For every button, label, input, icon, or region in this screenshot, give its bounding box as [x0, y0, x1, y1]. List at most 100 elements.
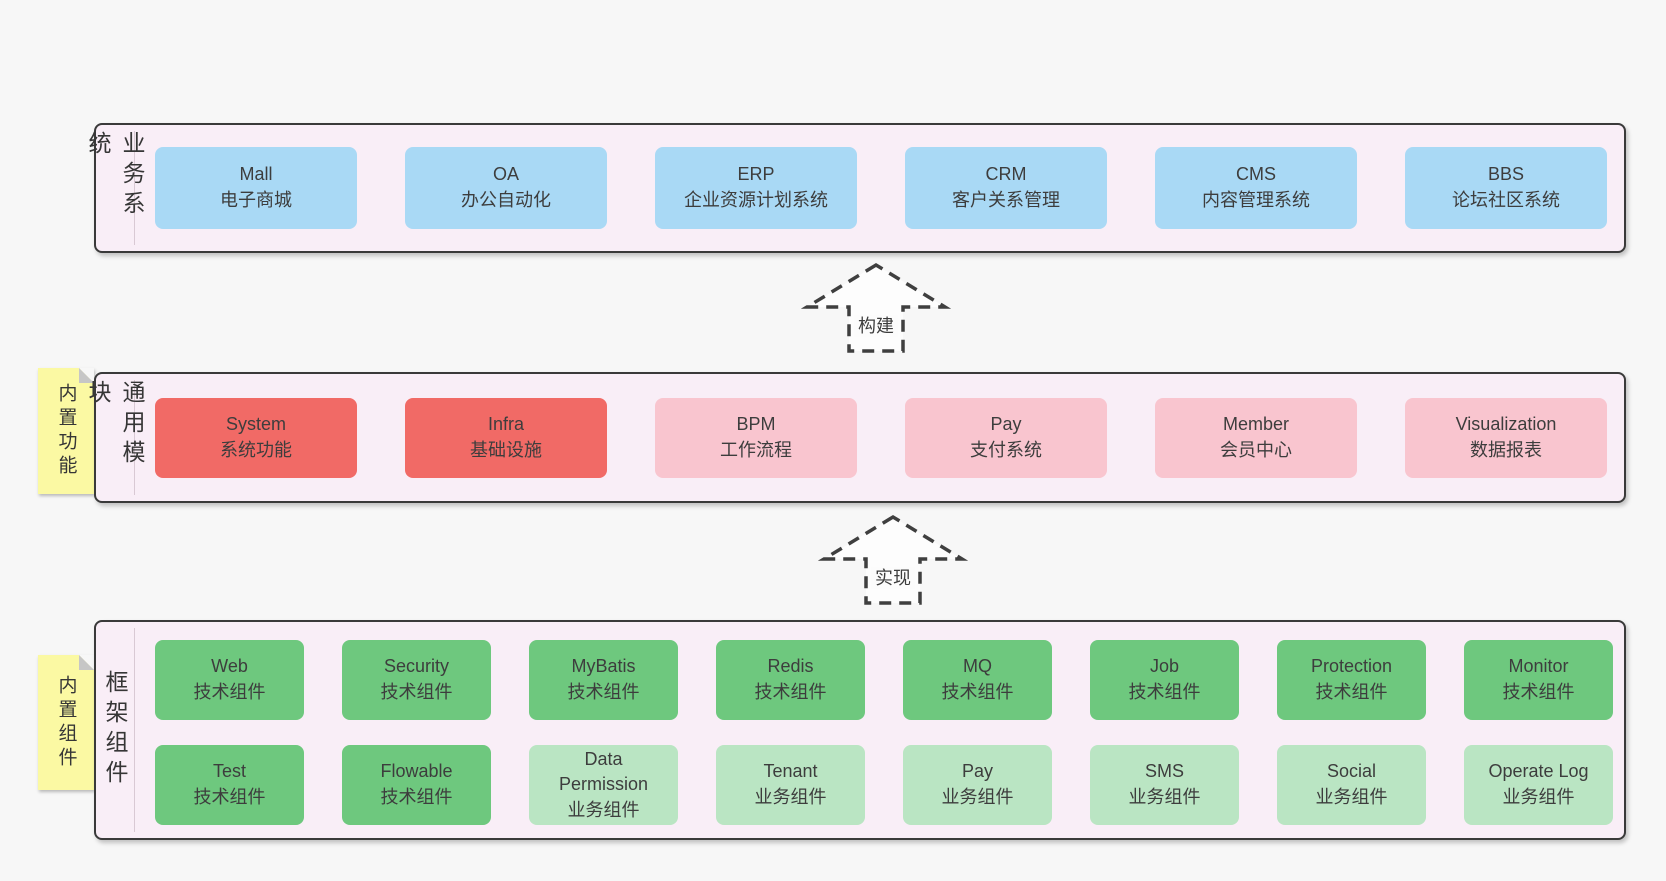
box-system: System 系统功能	[155, 397, 357, 478]
box-mybatis: MyBatis 技术组件	[529, 640, 678, 720]
box-title: ERP	[737, 164, 775, 185]
note-built-in-features: 内置功能	[38, 368, 94, 494]
box-title: Infra	[487, 413, 525, 434]
box-title: Test	[212, 761, 246, 782]
box-subtitle: 技术组件	[941, 682, 1014, 702]
box-web: Web 技术组件	[155, 640, 304, 720]
box-subtitle: 技术组件	[380, 787, 453, 807]
arrow-label-implement: 实现	[818, 564, 968, 590]
box-title: Mall	[239, 164, 273, 185]
band-label-text: 业务系统	[85, 131, 145, 221]
box-subtitle: 技术组件	[1128, 682, 1201, 702]
box-title: Pay	[961, 761, 994, 782]
band-label-text: 通用模块	[85, 380, 145, 470]
band-business-systems: 业务系统 Mall 电子商城 OA 办公自动化 ERP 企业资源计划系统 CRM…	[85, 123, 1626, 253]
arrow-label-build: 构建	[801, 312, 951, 338]
box-subtitle: 技术组件	[193, 787, 266, 807]
module-boxes-row: System 系统功能 Infra 基础设施 BPM 工作流程 Pay 支付系统…	[155, 374, 1607, 501]
band-label-common-modules: 通用模块	[85, 380, 145, 495]
box-data-permission: Data Permission 业务组件	[529, 745, 678, 825]
box-title: BBS	[1487, 164, 1525, 185]
box-title: Member	[1222, 413, 1289, 434]
box-title: Tenant	[763, 761, 818, 782]
box-sms: SMS 业务组件	[1090, 745, 1239, 825]
box-subtitle: 内容管理系统	[1202, 190, 1310, 210]
box-pay: Pay 支付系统	[905, 397, 1107, 478]
box-title: SMS	[1144, 761, 1184, 782]
box-subtitle: 技术组件	[380, 682, 453, 702]
box-crm: CRM 客户关系管理	[905, 147, 1107, 229]
box-flowable: Flowable 技术组件	[342, 745, 491, 825]
box-title: Visualization	[1455, 413, 1557, 434]
box-monitor: Monitor 技术组件	[1464, 640, 1613, 720]
arrow-label-text: 实现	[871, 567, 915, 589]
box-subtitle: 客户关系管理	[952, 190, 1060, 210]
box-operate-log: Operate Log 业务组件	[1464, 745, 1613, 825]
up-arrow-icon	[801, 262, 951, 353]
band-common-modules: 通用模块 System 系统功能 Infra 基础设施 BPM 工作流程 Pay…	[85, 372, 1626, 503]
box-title: System	[225, 413, 286, 434]
box-subtitle: 论坛社区系统	[1452, 190, 1560, 210]
box-pay-component: Pay 业务组件	[903, 745, 1052, 825]
up-arrow-icon	[818, 514, 968, 605]
box-cms: CMS 内容管理系统	[1155, 147, 1357, 229]
box-member: Member 会员中心	[1155, 397, 1357, 478]
box-title: Data Permission	[558, 748, 649, 795]
box-title: OA	[492, 164, 519, 185]
box-title: Web	[211, 656, 248, 677]
box-subtitle: 技术组件	[754, 682, 827, 702]
box-job: Job 技术组件	[1090, 640, 1239, 720]
box-tenant: Tenant 业务组件	[716, 745, 865, 825]
box-title: Protection	[1310, 656, 1393, 677]
box-redis: Redis 技术组件	[716, 640, 865, 720]
box-subtitle: 基础设施	[470, 439, 542, 460]
box-mall: Mall 电子商城	[155, 147, 357, 229]
box-title: Redis	[767, 656, 814, 677]
note-text: 内置功能	[55, 383, 77, 479]
box-visualization: Visualization 数据报表	[1405, 397, 1607, 478]
box-infra: Infra 基础设施	[405, 397, 607, 478]
note-built-in-components: 内置组件	[38, 655, 94, 790]
framework-boxes-grid: Web 技术组件 Security 技术组件 MyBatis 技术组件 Redi…	[155, 640, 1613, 825]
box-security: Security 技术组件	[342, 640, 491, 720]
box-subtitle: 技术组件	[193, 682, 266, 702]
box-title: Social	[1326, 761, 1377, 782]
note-text: 内置组件	[55, 674, 77, 771]
box-erp: ERP 企业资源计划系统	[655, 147, 857, 229]
box-title: Job	[1149, 656, 1180, 677]
box-subtitle: 电子商城	[220, 190, 292, 210]
box-subtitle: 办公自动化	[461, 190, 551, 210]
box-bpm: BPM 工作流程	[655, 397, 857, 478]
box-protection: Protection 技术组件	[1277, 640, 1426, 720]
business-boxes-row: Mall 电子商城 OA 办公自动化 ERP 企业资源计划系统 CRM 客户关系…	[155, 125, 1607, 251]
box-title: CRM	[985, 164, 1027, 185]
box-subtitle: 系统功能	[220, 439, 292, 460]
box-test: Test 技术组件	[155, 745, 304, 825]
band-label-framework-components: 框架组件	[96, 628, 135, 832]
box-subtitle: 工作流程	[720, 439, 792, 460]
folded-corner-icon	[79, 655, 94, 670]
box-title: CMS	[1236, 164, 1276, 185]
box-subtitle: 技术组件	[1502, 682, 1575, 702]
box-subtitle: 业务组件	[567, 799, 640, 820]
box-title: Security	[383, 656, 450, 677]
box-subtitle: 支付系统	[970, 439, 1042, 460]
box-subtitle: 业务组件	[1315, 787, 1388, 807]
box-subtitle: 数据报表	[1470, 439, 1542, 460]
box-subtitle: 技术组件	[1315, 682, 1388, 702]
box-title: Operate Log	[1488, 761, 1589, 782]
box-subtitle: 业务组件	[1502, 787, 1575, 807]
box-bbs: BBS 论坛社区系统	[1405, 147, 1607, 229]
box-subtitle: 业务组件	[941, 787, 1014, 807]
band-framework-components: 框架组件 Web 技术组件 Security 技术组件 MyBatis 技术组件…	[94, 620, 1626, 840]
box-mq: MQ 技术组件	[903, 640, 1052, 720]
box-title: Pay	[990, 413, 1022, 434]
box-title: Monitor	[1508, 656, 1569, 677]
box-subtitle: 业务组件	[1128, 787, 1201, 807]
band-label-business-systems: 业务系统	[85, 131, 145, 245]
box-social: Social 业务组件	[1277, 745, 1426, 825]
box-subtitle: 会员中心	[1220, 439, 1292, 460]
box-title: BPM	[736, 413, 776, 434]
box-title: MyBatis	[571, 656, 636, 677]
